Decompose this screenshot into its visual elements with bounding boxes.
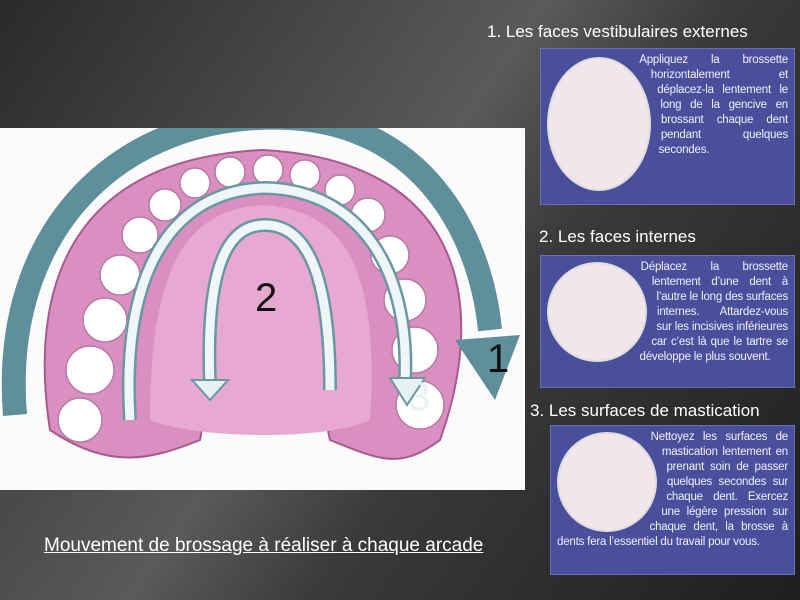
- jaw-illustration: [1, 105, 520, 460]
- step-2-text: Déplacez la brossette lentement d’une de…: [639, 261, 789, 363]
- teeth: [57, 154, 445, 443]
- dental-arch-image: [0, 105, 525, 490]
- brushing-inner-illustration: [547, 262, 647, 362]
- label-2: 2: [255, 276, 278, 320]
- step-2-panel: Déplacez la brossette lentement d’une de…: [540, 255, 795, 388]
- step-1-text: Appliquez la brossette horizontalement e…: [639, 54, 788, 156]
- step-3-title: 3. Les surfaces de mastication: [530, 401, 760, 420]
- label-3: 3: [408, 375, 431, 419]
- step-3-panel: Nettoyez les surfaces de mastication len…: [550, 425, 795, 575]
- brushing-chewing-illustration: [557, 432, 657, 532]
- slide-caption: Mouvement de brossage à réaliser à chaqu…: [44, 535, 484, 556]
- step-2-title: 2. Les faces internes: [539, 227, 696, 246]
- label-1: 1: [487, 337, 510, 381]
- brushing-outer-illustration: [547, 57, 651, 191]
- step-1-title: 1. Les faces vestibulaires externes: [487, 22, 748, 41]
- step-3-text: Nettoyez les surfaces de mastication len…: [557, 431, 788, 548]
- step-1-panel: Appliquez la brossette horizontalement e…: [540, 48, 795, 205]
